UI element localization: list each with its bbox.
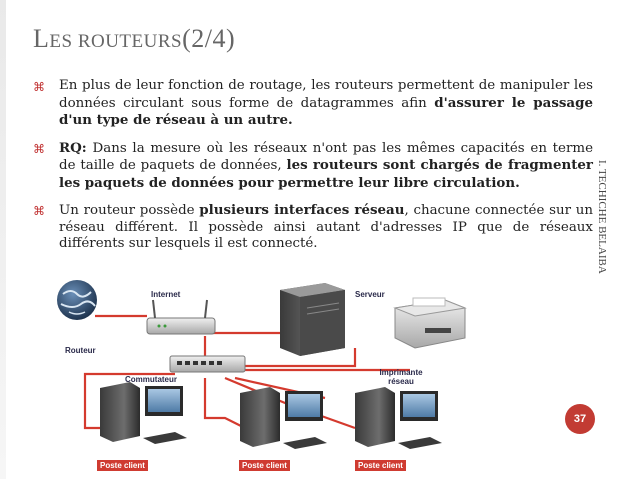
network-diagram: Internet Serveur Routeur Commutateur Imp…	[55, 278, 555, 478]
label-serveur: Serveur	[355, 290, 385, 299]
printer-icon	[393, 297, 467, 349]
label-internet: Internet	[151, 290, 181, 299]
cable-client2	[203, 378, 246, 429]
switch-icon	[169, 355, 246, 373]
bullet-text-bold: d'assurer le passage d'un type de réseau…	[59, 94, 593, 129]
bullet-text: , chacune connectée sur un réseau différ…	[59, 203, 593, 251]
bullet-text-bold: plusieurs interfaces réseau	[199, 202, 405, 218]
client-pc-icon	[355, 387, 442, 449]
cable-switch-server	[240, 348, 357, 368]
router-icon	[146, 299, 216, 335]
author-vertical-label: I. TECHICHE BELAIBA	[596, 160, 608, 274]
label-poste-client-1: Poste client	[97, 460, 148, 471]
client-pc-icon	[240, 387, 327, 449]
label-poste-client-2: Poste client	[239, 460, 290, 471]
network-diagram-svg	[57, 280, 467, 449]
label-imprimante: Imprimante réseau	[379, 368, 423, 386]
bullet-item: ⌘ En plus de leur fonction de routage, l…	[33, 78, 593, 130]
server-icon	[280, 283, 345, 356]
label-poste-client-3: Poste client	[355, 460, 406, 471]
bullet-text: En plus de leur fonction de routage, les…	[59, 78, 593, 111]
client-pc-icon	[100, 382, 187, 444]
label-commutateur: Commutateur	[125, 375, 178, 384]
bullet-marker-icon: ⌘	[33, 80, 45, 94]
bullet-item: ⌘ Un routeur possède plusieurs interface…	[33, 202, 593, 253]
bullet-text: Un routeur possède	[59, 203, 200, 218]
bullet-text-bold: les routeurs sont chargés de fragmenter …	[59, 157, 593, 191]
label-routeur: Routeur	[65, 346, 96, 355]
slide-title: LES ROUTEURS(2/4)	[33, 24, 235, 54]
left-rule	[0, 0, 6, 479]
title-rest: ES ROUTEURS	[49, 31, 183, 52]
bullet-label: RQ:	[59, 139, 87, 156]
title-suffix: (2/4)	[182, 24, 236, 53]
bullet-item: ⌘ RQ: Dans la mesure où les réseaux n'on…	[33, 140, 593, 193]
globe-icon	[57, 280, 97, 320]
bullet-list: ⌘ En plus de leur fonction de routage, l…	[33, 78, 593, 263]
bullet-text: Dans la mesure où les réseaux n'ont pas …	[59, 140, 593, 174]
title-initial: L	[33, 24, 50, 53]
page-number-badge: 37	[565, 404, 595, 434]
bullet-marker-icon: ⌘	[33, 204, 45, 218]
bullet-marker-icon: ⌘	[33, 141, 45, 156]
